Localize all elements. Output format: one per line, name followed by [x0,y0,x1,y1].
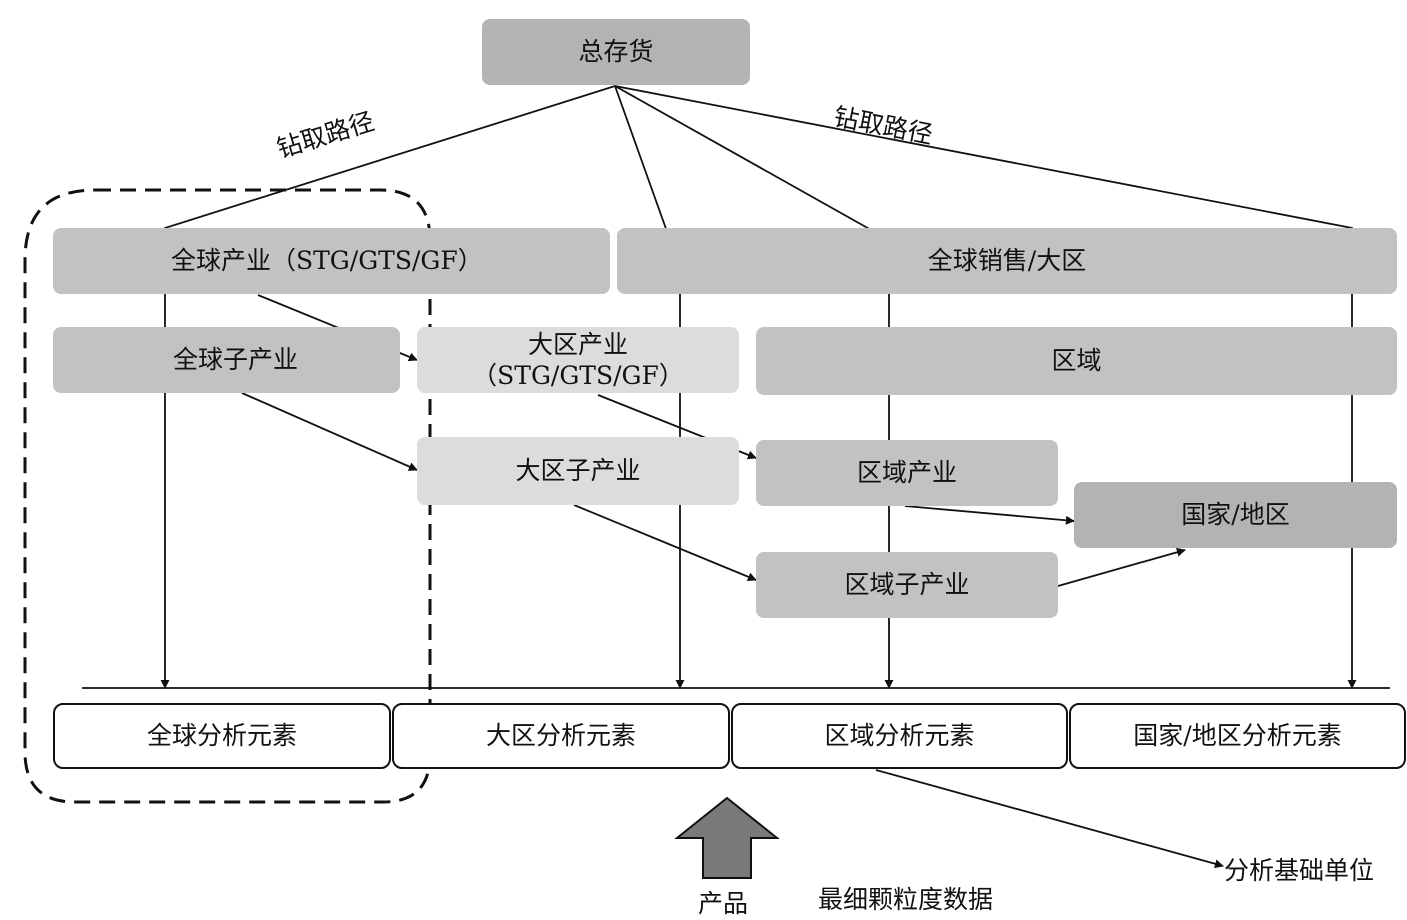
analysis-element-label: 国家/地区分析元素 [1133,721,1342,751]
total-inventory-node: 总存货 [482,19,750,85]
region-industry-node: 大区产业 （STG/GTS/GF） [417,327,739,393]
arrow-to-analysis-base-unit [875,769,1224,869]
analysis-element-label: 大区分析元素 [485,721,636,751]
analysis-element-label: 区域分析元素 [824,721,975,751]
total-inventory-label: 总存货 [578,37,654,67]
area-node: 区域 [756,327,1397,395]
product-up-arrow [674,796,780,879]
global-sales-region-label: 全球销售/大区 [927,246,1087,276]
product-label: 产品 [698,889,749,918]
area-sub-industry-label: 区域子产业 [844,570,970,600]
region-sub-industry-node: 大区子产业 [417,437,739,505]
area-sub-industry-node: 区域子产业 [756,552,1058,618]
region-sub-industry-label: 大区子产业 [515,456,641,486]
country-analysis-element: 国家/地区分析元素 [1069,703,1406,769]
global-industry-node: 全球产业（STG/GTS/GF） [53,228,610,294]
area-industry-label: 区域产业 [856,458,957,488]
global-sales-region-node: 全球销售/大区 [617,228,1397,294]
country-region-node: 国家/地区 [1074,482,1397,548]
analysis-base-unit-label: 分析基础单位 [1224,856,1375,885]
dashed-scope-outline [23,188,432,804]
finest-granularity-label: 最细颗粒度数据 [818,885,994,914]
region-analysis-element: 大区分析元素 [392,703,730,769]
analysis-element-label: 全球分析元素 [146,721,297,751]
arrow-global-sub-to-region-sub [241,392,418,471]
arrow-area-sub-to-country [1057,547,1186,587]
global-analysis-element: 全球分析元素 [53,703,391,769]
country-region-label: 国家/地区 [1181,500,1290,530]
region-industry-label-line1: 大区产业 [527,329,628,359]
area-industry-node: 区域产业 [756,440,1058,506]
global-sub-industry-label: 全球子产业 [173,345,299,375]
area-label: 区域 [1051,346,1102,376]
area-analysis-element: 区域分析元素 [731,703,1068,769]
global-sub-industry-node: 全球子产业 [53,327,400,393]
global-industry-label: 全球产业（STG/GTS/GF） [171,246,483,276]
region-industry-label-line2: （STG/GTS/GF） [472,361,684,390]
arrow-region-sub-to-area-sub [573,504,757,582]
arrow-area-industry-to-country [904,505,1075,525]
